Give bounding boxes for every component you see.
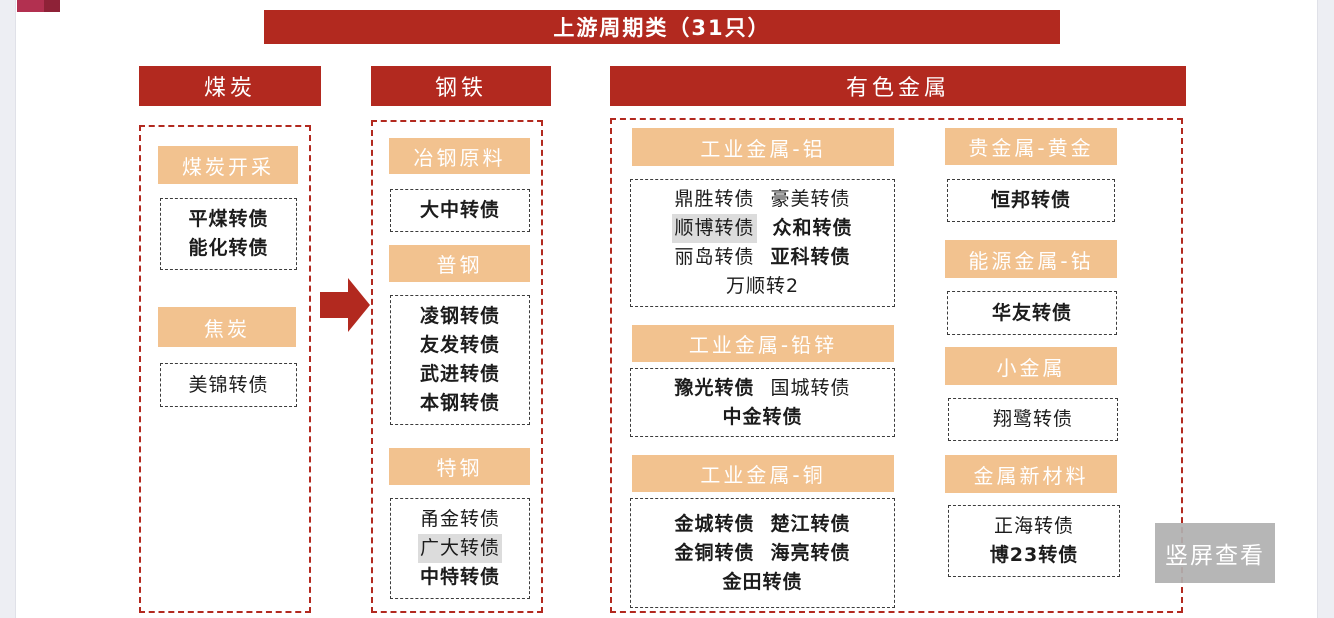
- bond-name: 甬金转债: [419, 508, 500, 530]
- bond-box-common-steel: 凌钢转债 友发转债 武进转债 本钢转债: [390, 295, 530, 425]
- subcategory-coke: 焦炭: [158, 307, 296, 347]
- flow-arrow-icon: [320, 292, 348, 318]
- bond-name: 武进转债: [419, 363, 500, 385]
- bond-name: 正海转债: [993, 515, 1074, 537]
- corner-logo-light: [17, 0, 44, 12]
- subcategory-aluminum: 工业金属-铝: [632, 128, 894, 166]
- steel-group-border: [371, 120, 543, 613]
- column-header-nonferrous: 有色金属: [610, 66, 1186, 106]
- bond-name: 豫光转债: [674, 376, 755, 399]
- bond-name: 美锦转债: [188, 373, 269, 396]
- bond-name: 博23转债: [989, 544, 1079, 566]
- bond-box-cobalt: 华友转债: [947, 291, 1117, 335]
- bond-box-coke: 美锦转债: [160, 363, 297, 407]
- subcategory-special-steel: 特钢: [389, 448, 530, 485]
- bond-name: 鼎胜转债: [674, 188, 755, 210]
- subcategory-gold: 贵金属-黄金: [945, 128, 1117, 165]
- portrait-view-button[interactable]: 竖屏查看: [1155, 523, 1275, 583]
- subcategory-common-steel: 普钢: [389, 245, 530, 282]
- subcategory-minor-metals: 小金属: [945, 347, 1117, 385]
- bond-name: 平煤转债: [188, 208, 269, 230]
- bond-box-new-materials: 正海转债 博23转债: [948, 505, 1120, 577]
- bond-box-special-steel: 甬金转债 广大转债 中特转债: [390, 498, 530, 599]
- bond-name-highlighted: 广大转债: [417, 534, 502, 563]
- bond-box-steel-raw: 大中转债: [390, 189, 530, 232]
- bond-box-coal-mining: 平煤转债 能化转债: [160, 198, 297, 270]
- bond-name: 金田转债: [722, 570, 803, 593]
- bond-name: 众和转债: [772, 217, 853, 239]
- bond-name: 恒邦转债: [990, 189, 1071, 211]
- bond-name: 楚江转债: [770, 512, 851, 535]
- bond-name: 国城转债: [770, 376, 851, 399]
- bond-name: 能化转债: [188, 237, 269, 259]
- subcategory-copper: 工业金属-铜: [632, 455, 894, 492]
- bond-box-leadzinc: 豫光转债 国城转债 中金转债: [630, 368, 895, 437]
- bond-name: 翔鹭转债: [992, 408, 1073, 430]
- bond-name: 亚科转债: [770, 246, 851, 268]
- bond-name: 华友转债: [991, 301, 1072, 324]
- bond-name: 大中转债: [419, 199, 500, 221]
- bond-name: 豪美转债: [770, 188, 851, 210]
- bond-box-minor-metals: 翔鹭转债: [948, 398, 1118, 441]
- nonferrous-group-border: [610, 118, 1183, 613]
- bond-name: 本钢转债: [419, 392, 500, 414]
- subcategory-coal-mining: 煤炭开采: [158, 146, 298, 184]
- bond-name: 中特转债: [419, 566, 500, 588]
- bond-name: 海亮转债: [770, 541, 851, 564]
- subcategory-new-materials: 金属新材料: [945, 455, 1117, 493]
- bond-name-highlighted: 顺博转债: [672, 214, 757, 243]
- bond-name: 金城转债: [674, 512, 755, 535]
- flow-arrow-tip-icon: [348, 278, 370, 332]
- bond-name: 万顺转2: [725, 275, 800, 297]
- subcategory-leadzinc: 工业金属-铅锌: [632, 325, 894, 362]
- bond-box-gold: 恒邦转债: [947, 179, 1115, 222]
- bond-name: 金铜转债: [674, 541, 755, 564]
- subcategory-cobalt: 能源金属-钴: [945, 240, 1117, 278]
- bond-box-aluminum: 鼎胜转债 豪美转债 顺博转债 众和转债 丽岛转债 亚科转债 万顺转2: [630, 179, 895, 307]
- bond-name: 友发转债: [419, 334, 500, 356]
- bond-name: 中金转债: [722, 405, 803, 428]
- left-margin-strip: [0, 0, 16, 618]
- bond-name: 凌钢转债: [419, 305, 500, 327]
- coal-group-border: [139, 125, 311, 613]
- bond-name: 丽岛转债: [674, 246, 755, 268]
- subcategory-steel-raw: 冶钢原料: [389, 138, 530, 174]
- bond-box-copper: 金城转债 楚江转债 金铜转债 海亮转债 金田转债: [630, 498, 895, 608]
- right-margin-strip: [1317, 0, 1334, 618]
- page-title: 上游周期类（31只）: [264, 10, 1060, 44]
- column-header-coal: 煤炭: [139, 66, 321, 106]
- corner-logo-dark: [44, 0, 60, 12]
- column-header-steel: 钢铁: [371, 66, 551, 106]
